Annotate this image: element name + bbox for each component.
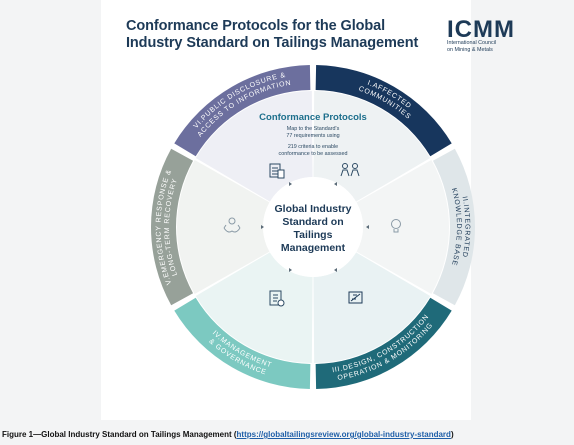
hands-icon	[223, 217, 241, 233]
segment-label-2-1: II.INTEGRATED	[461, 196, 471, 258]
arrow-right-top	[334, 182, 337, 186]
segment-label-2-2: KNOWLEDGE BASE	[450, 187, 462, 266]
icmm-logo: ICMM	[447, 16, 515, 43]
protocols-sub-3: 219 criteria to enable	[288, 144, 338, 150]
segment-5	[151, 148, 194, 306]
arrow-left-bottom	[289, 268, 292, 272]
center-label-1: Global Industry	[274, 203, 351, 215]
wedge-4	[195, 252, 313, 363]
conformance-diagram: Global Industry Standard on Tailings Man…	[151, 65, 476, 389]
center-label-3: Tailings	[294, 229, 333, 241]
center-label-4: Management	[281, 242, 346, 254]
arrow-right-bottom	[334, 268, 337, 272]
blueprint-icon	[348, 291, 363, 304]
lightbulb-icon	[391, 219, 401, 233]
segment-1	[315, 65, 452, 157]
segment-4	[174, 297, 311, 389]
wedge-1	[313, 91, 431, 202]
clipboard-icon	[269, 290, 285, 307]
wedge-2	[356, 160, 450, 294]
protocols-title: Conformance Protocols	[259, 112, 367, 123]
flow-arrows	[261, 182, 369, 272]
outer-ring	[151, 65, 476, 389]
figure-title: Conformance Protocols for the Global Ind…	[126, 18, 426, 52]
center-circle	[263, 177, 363, 277]
segment-2	[432, 148, 476, 306]
title-line-2: Industry Standard on Tailings Management	[126, 35, 419, 51]
wedge-3	[313, 252, 431, 363]
protocols-sub-1: Map to the Standard's	[287, 126, 340, 132]
protocols-sub-2: 77 requirements using	[286, 133, 339, 139]
people-icon	[340, 163, 360, 177]
center-label-2: Standard on	[282, 216, 343, 228]
arrow-left-top	[289, 182, 292, 186]
protocols-sub-4: conformance to be assessed	[279, 151, 348, 157]
document-icon	[269, 163, 285, 179]
logo-sub-line-1: International Council	[447, 40, 497, 46]
segment-6	[174, 65, 311, 157]
segment-3	[315, 297, 452, 389]
wedge-5	[176, 160, 270, 294]
caption-link[interactable]: https://globaltailingsreview.org/global-…	[236, 430, 451, 439]
arrow-left	[261, 225, 264, 229]
logo-sub-line-2: on Mining & Metals	[447, 46, 493, 53]
caption-end: )	[450, 430, 454, 439]
arrow-right	[366, 225, 369, 229]
caption-text: Figure 1—Global Industry Standard on Tai…	[2, 430, 237, 439]
title-line-1: Conformance Protocols for the Global	[126, 18, 386, 34]
icmm-logo-subtitle: International Council on Mining & Metals	[447, 40, 522, 53]
figure-caption: Figure 1—Global Industry Standard on Tai…	[2, 430, 454, 439]
